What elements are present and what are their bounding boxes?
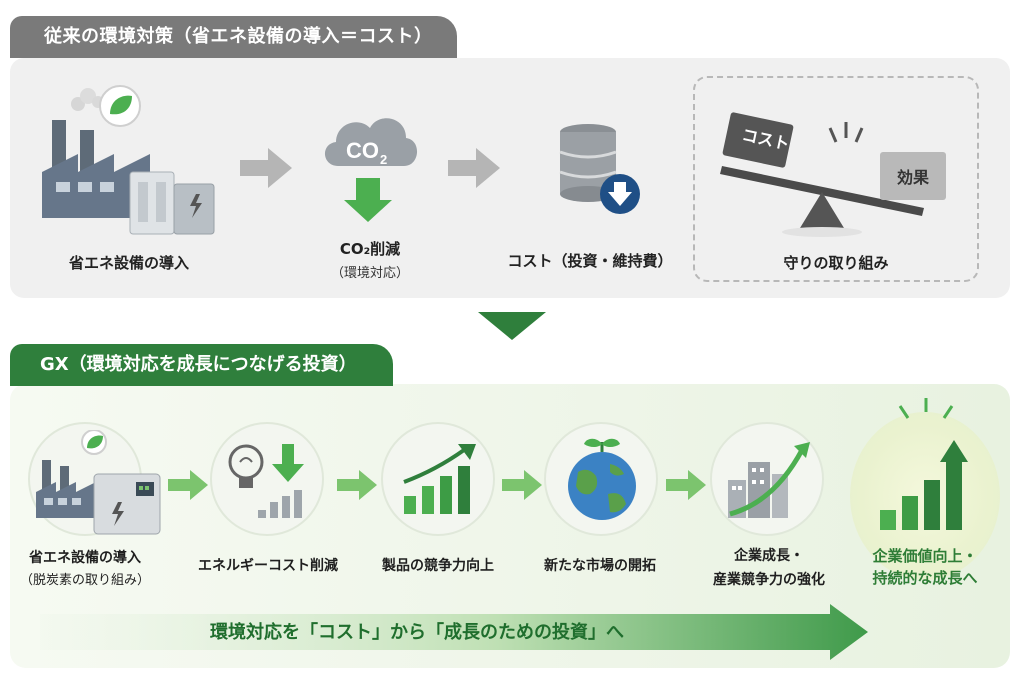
effect-box-text: 効果 <box>896 168 929 187</box>
final-goal-label-2: 持続的な成長へ <box>872 569 978 587</box>
svg-text:CO: CO <box>346 138 379 163</box>
green-arrow-icon <box>502 470 542 500</box>
step-label-equipment: 省エネ設備の導入 <box>68 254 189 272</box>
co2-cloud-icon: CO 2 <box>324 118 418 222</box>
coin-stack-icon <box>559 124 640 214</box>
step-label-co2: CO₂削減 <box>339 240 401 258</box>
down-arrow-icon <box>608 182 632 206</box>
gx-step-circle-energy <box>210 422 324 536</box>
rising-bar-chart-icon <box>880 398 968 530</box>
outcome-label: 守りの取り組み <box>783 254 889 272</box>
globe-icon <box>568 438 636 520</box>
green-arrow-icon <box>666 470 706 500</box>
factory-icon <box>42 85 215 235</box>
down-arrow-icon <box>344 178 392 222</box>
leaf-icon <box>87 435 103 449</box>
growth-chart-icon <box>403 444 476 514</box>
banner-arrow-icon <box>40 604 868 660</box>
gx-step-label-energy: エネルギーコスト削減 <box>198 558 338 574</box>
down-arrow-icon <box>272 444 304 482</box>
city-growth-icon <box>728 442 810 518</box>
gx-step-label-product: 製品の競争力向上 <box>382 558 494 574</box>
banner-message: 環境対応を「コスト」から「成長のための投資」へ <box>210 622 624 643</box>
step-label-cost: コスト（投資・維持費） <box>507 252 673 270</box>
lightbulb-icon <box>228 444 304 518</box>
step-sublabel-co2: （環境対応） <box>330 266 409 281</box>
gx-step-label-growth-1: 企業成長・ <box>734 548 804 564</box>
gx-step-label-equipment: 省エネ設備の導入 <box>29 550 141 566</box>
traditional-panel <box>10 58 1010 298</box>
factory-icon <box>36 430 161 535</box>
svg-text:2: 2 <box>380 152 387 167</box>
gx-header: GX（環境対応を成長につなげる投資） <box>10 344 393 386</box>
leaf-icon <box>110 95 132 115</box>
gx-step-circle-product <box>381 422 495 536</box>
gray-arrow-icon <box>448 148 500 188</box>
gx-step-label-market: 新たな市場の開拓 <box>544 558 656 574</box>
green-arrow-icon <box>337 470 377 500</box>
defensive-outcome-box <box>693 76 979 282</box>
transition-down-arrow-icon <box>478 312 546 340</box>
gx-step-label-growth-2: 産業競争力の強化 <box>713 572 825 588</box>
traditional-header: 従来の環境対策（省エネ設備の導入＝コスト） <box>10 16 457 58</box>
gx-step-sublabel-equipment: （脱炭素の取り組み） <box>19 573 150 588</box>
green-arrow-icon <box>168 470 208 500</box>
final-goal-label-1: 企業価値向上・ <box>872 547 978 565</box>
gray-arrow-icon <box>240 148 292 188</box>
seesaw-icon <box>720 112 946 237</box>
